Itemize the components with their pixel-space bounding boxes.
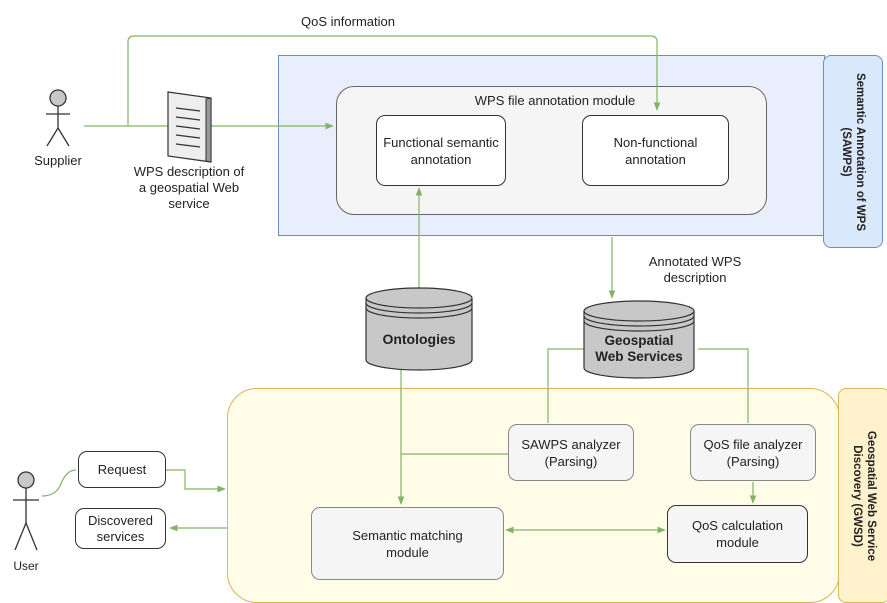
discovered-services-text: Discovered services [87,512,154,544]
geospatial-to-qos-analyzer-edge [698,348,749,423]
supplier-actor-icon [46,89,70,147]
qos-calculation-text: QoS calculation module [691,518,784,550]
semantic-matching-box: Semantic matching module [311,507,504,580]
nonfunctional-annotation-box: Non-functional annotation [582,115,729,186]
qos-analyzer-text: QoS file analyzer (Parsing) [703,436,803,469]
geospatial-database-icon [583,300,695,379]
sawps-analyzer-text: SAWPS analyzer (Parsing) [521,436,621,469]
annotated-wps-label: Annotated WPS description [648,254,742,285]
request-box: Request [78,451,166,488]
ontologies-database-icon [365,287,473,371]
functional-annotation-text: Functional semantic annotation [383,134,499,167]
geospatial-db-label: Geospatial Web Services [595,333,683,364]
sawps-analyzer-box: SAWPS analyzer (Parsing) [508,424,634,481]
wps-description-label: WPS description of a geospatial Web serv… [133,164,245,211]
qos-information-edge [127,35,661,125]
ontologies-label: Ontologies [382,331,456,347]
functional-annotation-box: Functional semantic annotation [376,115,506,186]
document-icon [167,91,212,163]
qos-calculation-box: QoS calculation module [667,505,808,563]
qos-analyzer-box: QoS file analyzer (Parsing) [690,424,816,481]
geospatial-to-sawps-analyzer-edge [547,348,588,423]
supplier-label: Supplier [20,153,96,169]
qos-information-label: QoS information [301,14,395,29]
user-actor-icon [13,471,39,551]
discovered-services-box: Discovered services [75,508,166,549]
request-text: Request [97,462,147,477]
wps-annotation-module-title: WPS file annotation module [474,93,636,108]
gwsd-side-label: Geospatial Web Service Discovery (GWSD) [838,388,887,603]
nonfunctional-annotation-text: Non-functional annotation [613,134,698,167]
request-to-gwsd-edge [165,469,226,493]
sawps-side-label: Semantic Annotation of WPS (SAWPS) [823,55,883,248]
user-label: User [13,559,39,573]
user-to-request-edge [41,469,77,497]
semantic-matching-text: Semantic matching module [352,527,463,560]
